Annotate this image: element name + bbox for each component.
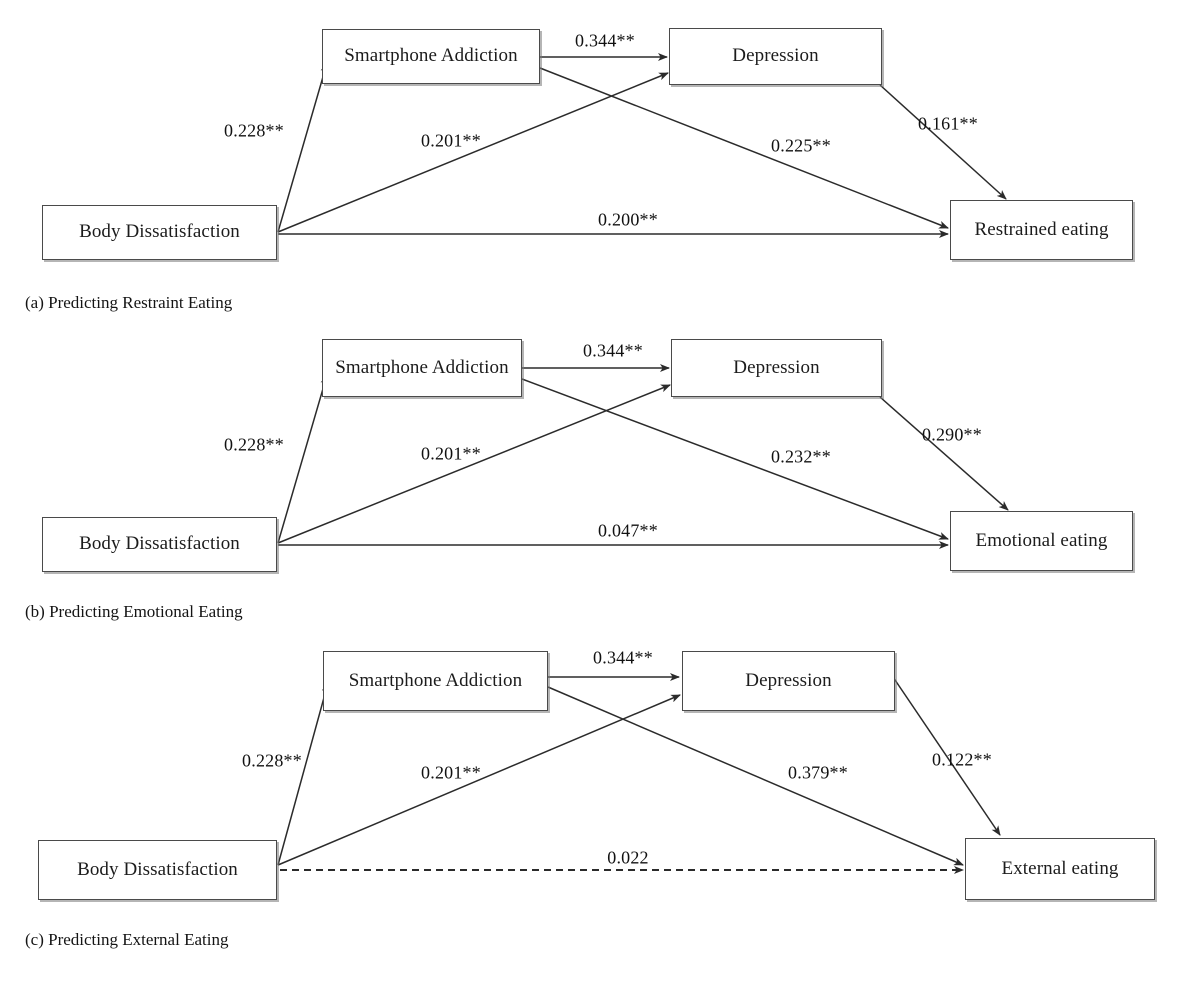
edge-label-sa-to-outcome: 0.379** bbox=[788, 762, 848, 783]
node-label: Depression bbox=[745, 669, 832, 691]
edge-label-depression-to-outcome: 0.122** bbox=[932, 749, 992, 770]
edge-label-bd-to-depression: 0.201** bbox=[421, 443, 481, 464]
edge-bd-to-depression bbox=[277, 384, 671, 544]
node-label: Body Dissatisfaction bbox=[79, 533, 240, 555]
edge-depression-to-outcome bbox=[879, 396, 1009, 511]
node-body-dissatisfaction[interactable]: Body Dissatisfaction bbox=[42, 205, 277, 260]
node-label: Emotional eating bbox=[975, 529, 1108, 551]
edge-label-bd-to-outcome: 0.200** bbox=[598, 209, 658, 230]
panel-b-caption: (b) Predicting Emotional Eating bbox=[25, 602, 243, 621]
edge-label-bd-to-outcome: 0.022 bbox=[607, 847, 649, 868]
node-smartphone-addiction[interactable]: Smartphone Addiction bbox=[322, 339, 522, 397]
panel-c: Body Dissatisfaction Smartphone Addictio… bbox=[0, 625, 1178, 997]
node-label: Depression bbox=[732, 45, 819, 67]
edge-bd-to-sa bbox=[277, 374, 329, 544]
panel-a-caption: (a) Predicting Restraint Eating bbox=[25, 293, 233, 312]
node-label: External eating bbox=[1001, 857, 1119, 879]
edge-label-bd-to-depression: 0.201** bbox=[421, 762, 481, 783]
node-label: Smartphone Addiction bbox=[335, 356, 509, 378]
node-smartphone-addiction[interactable]: Smartphone Addiction bbox=[323, 651, 548, 711]
panel-c-caption: (c) Predicting External Eating bbox=[25, 930, 229, 949]
edge-sa-to-outcome bbox=[547, 686, 964, 866]
panel-a-edges bbox=[277, 53, 1007, 238]
edge-label-sa-to-depression: 0.344** bbox=[575, 30, 635, 51]
panel-c-edges bbox=[277, 673, 1001, 874]
panel-a: Body Dissatisfaction Smartphone Addictio… bbox=[0, 0, 1178, 320]
node-body-dissatisfaction[interactable]: Body Dissatisfaction bbox=[42, 517, 277, 572]
edge-label-sa-to-outcome: 0.225** bbox=[771, 135, 831, 156]
edge-label-bd-to-sa: 0.228** bbox=[224, 120, 284, 141]
node-label: Body Dissatisfaction bbox=[79, 221, 240, 243]
panel-b-edges bbox=[277, 364, 1009, 549]
edge-bd-to-depression bbox=[277, 694, 681, 866]
node-depression[interactable]: Depression bbox=[682, 651, 895, 711]
node-depression[interactable]: Depression bbox=[671, 339, 882, 397]
edge-label-bd-to-depression: 0.201** bbox=[421, 130, 481, 151]
edge-bd-to-sa bbox=[277, 62, 329, 233]
edge-label-sa-to-depression: 0.344** bbox=[593, 647, 653, 668]
edge-label-depression-to-outcome: 0.161** bbox=[918, 113, 978, 134]
node-body-dissatisfaction[interactable]: Body Dissatisfaction bbox=[38, 840, 277, 900]
node-label: Depression bbox=[733, 356, 820, 378]
edge-bd-to-sa bbox=[277, 682, 330, 866]
node-label: Smartphone Addiction bbox=[348, 669, 523, 691]
edge-depression-to-outcome bbox=[879, 84, 1007, 200]
edge-label-sa-to-outcome: 0.232** bbox=[771, 446, 831, 467]
node-label: Restrained eating bbox=[974, 218, 1109, 240]
node-outcome-restrained-eating[interactable]: Restrained eating bbox=[950, 200, 1133, 260]
node-smartphone-addiction[interactable]: Smartphone Addiction bbox=[322, 29, 540, 84]
node-outcome-external-eating[interactable]: External eating bbox=[965, 838, 1155, 900]
edge-sa-to-outcome bbox=[539, 67, 949, 229]
node-depression[interactable]: Depression bbox=[669, 28, 882, 85]
edge-label-bd-to-sa: 0.228** bbox=[224, 434, 284, 455]
node-label: Smartphone Addiction bbox=[344, 45, 518, 67]
panel-b: Body Dissatisfaction Smartphone Addictio… bbox=[0, 305, 1178, 625]
edge-bd-to-depression bbox=[277, 72, 669, 233]
node-outcome-emotional-eating[interactable]: Emotional eating bbox=[950, 511, 1133, 571]
edge-label-bd-to-outcome: 0.047** bbox=[598, 520, 658, 541]
edge-label-sa-to-depression: 0.344** bbox=[583, 340, 643, 361]
node-label: Body Dissatisfaction bbox=[77, 858, 238, 880]
edge-label-bd-to-sa: 0.228** bbox=[242, 750, 302, 771]
edge-depression-to-outcome bbox=[892, 676, 1001, 836]
edge-sa-to-outcome bbox=[521, 378, 949, 540]
edge-label-depression-to-outcome: 0.290** bbox=[922, 424, 982, 445]
